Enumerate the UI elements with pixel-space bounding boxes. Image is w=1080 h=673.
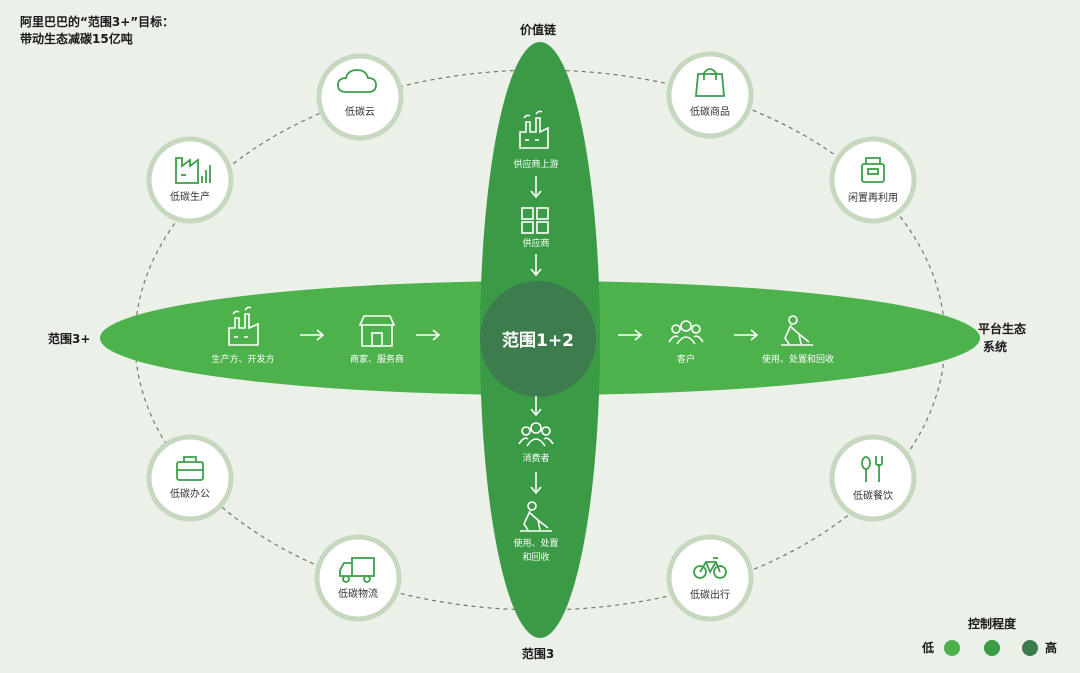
node-label: 低碳商品 [690,105,730,118]
arrow-right-icon [734,329,759,341]
hflow-label-4: 使用、处置和回收 [762,353,834,365]
people-icon [518,422,554,447]
factory-icon [519,110,549,149]
vflow-label-4b: 和回收 [522,551,549,563]
axis-right-label-1: 平台生态 [978,321,1026,336]
vflow-label-4a: 使用、处置 [513,537,558,549]
arrow-right-icon [416,329,441,341]
axis-top-label: 价值链 [520,22,557,37]
vflow-label-3: 消费者 [522,452,549,464]
hflow-merchant: 商家、服务商 [350,315,404,365]
factory-chart-icon [175,157,211,184]
box-icon [861,157,885,183]
node-label: 低碳餐饮 [853,489,893,502]
node-label: 闲置再利用 [848,191,898,204]
node-low-carbon-goods: 低碳商品 [666,51,754,139]
shopping-bag-icon [695,68,725,97]
grid-boxes-icon [521,207,549,234]
worker-icon [781,315,813,346]
legend-dot-high [1022,640,1038,656]
node-label: 低碳云 [345,105,375,118]
vflow-label-1: 供应商上游 [513,158,558,170]
arrow-down-icon [530,254,542,277]
node-low-carbon-travel: 低碳出行 [666,534,754,622]
cloud-icon [337,69,377,93]
people-icon [668,320,704,345]
node-label: 低碳办公 [170,487,210,500]
axis-left-label: 范围3+ [48,331,90,346]
legend-low-label: 低 [921,640,934,655]
title-line-2: 带动生态减碳15亿吨 [20,32,133,46]
spoon-fork-icon [861,456,883,482]
factory-icon [228,306,259,346]
node-label: 低碳物流 [338,587,378,600]
worker-icon [520,501,552,532]
node-low-carbon-logistics: 低碳物流 [314,534,402,622]
node-label: 低碳生产 [170,190,210,203]
vflow-supplier-upstream: 供应商上游 [513,110,559,170]
axis-right-label-2: 系统 [983,339,1007,354]
legend-dot-mid [984,640,1000,656]
center-label: 范围1+2 [502,330,574,351]
center-circle [480,281,596,397]
legend-high-label: 高 [1045,640,1057,655]
title-line-1: 阿里巴巴的“范围3+”目标： [20,15,175,29]
hflow-customer: 客户 [668,320,704,365]
briefcase-icon [176,456,204,481]
vflow-disposal: 使用、处置 和回收 [513,501,559,563]
shop-icon [358,315,396,347]
arrow-down-icon [530,176,542,199]
arrow-down-icon [530,396,542,417]
vflow-supplier: 供应商 [521,207,550,249]
vflow-consumer: 消费者 [518,422,554,464]
hflow-label-2: 商家、服务商 [350,353,404,365]
legend: 控制程度 低 高 [921,616,1057,656]
hflow-producer: 生产方、开发方 [211,306,275,365]
hflow-label-1: 生产方、开发方 [211,353,274,365]
arrow-down-icon [530,472,542,495]
truck-icon [339,557,375,583]
node-low-carbon-cloud: 低碳云 [316,53,404,141]
legend-dot-low [944,640,960,656]
hflow-label-3: 客户 [677,353,695,365]
node-low-carbon-production: 低碳生产 [146,136,234,224]
arrow-right-icon [618,329,643,341]
diagram-title: 阿里巴巴的“范围3+”目标： 带动生态减碳15亿吨 [20,14,174,48]
node-idle-reuse: 闲置再利用 [829,136,917,224]
node-low-carbon-dining: 低碳餐饮 [829,434,917,522]
node-low-carbon-office: 低碳办公 [146,434,234,522]
legend-title: 控制程度 [968,616,1017,631]
bicycle-icon [693,557,727,579]
arrow-right-icon [300,329,325,341]
axis-bottom-label: 范围3 [522,646,554,661]
node-label: 低碳出行 [690,588,730,601]
hflow-disposal: 使用、处置和回收 [762,315,834,365]
vflow-label-2: 供应商 [522,237,549,249]
